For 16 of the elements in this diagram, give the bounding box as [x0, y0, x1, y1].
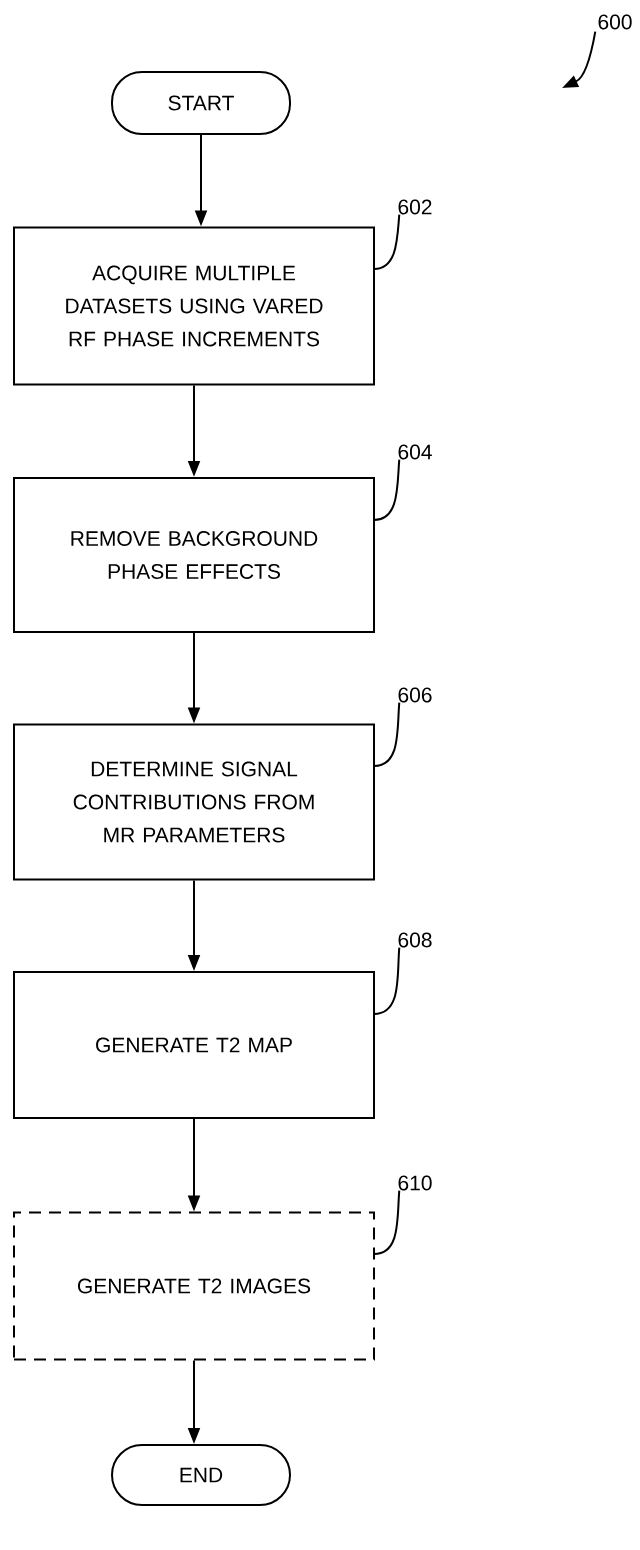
reference-number: 602	[398, 199, 432, 215]
process-box: ACQUIRE MULTIPLE DATASETS USING VARED RF PHASE INCREMENTS	[13, 226, 375, 386]
leader-line	[373, 1189, 401, 1255]
leader-line	[373, 458, 401, 521]
reference-number: 608	[398, 932, 432, 948]
process-box: GENERATE T2 MAP	[13, 971, 375, 1119]
reference-number: 610	[398, 1175, 432, 1191]
reference-number: 604	[398, 444, 432, 460]
process-box: GENERATE T2 IMAGES	[13, 1211, 375, 1361]
process-box: DETERMINE SIGNAL CONTRIBUTIONS FROM MR PARAMETERS	[13, 723, 375, 881]
reference-number: 606	[398, 687, 432, 703]
process-box: REMOVE BACKGROUND PHASE EFFECTS	[13, 477, 375, 633]
leader-line	[373, 946, 401, 1015]
reference-number: 600	[598, 14, 632, 30]
leader-line	[373, 213, 401, 270]
leader-line	[373, 701, 401, 767]
